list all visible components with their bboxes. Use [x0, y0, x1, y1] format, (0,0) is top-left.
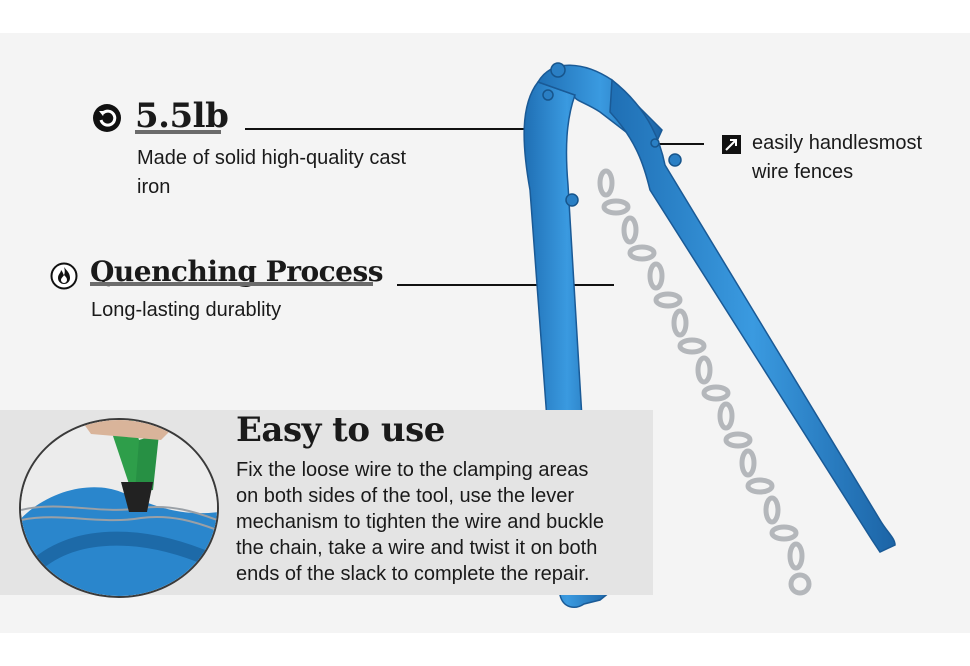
rivets	[542, 62, 682, 207]
easy-to-use-line: Fix the loose wire to the clamping areas	[236, 459, 589, 481]
easy-to-use-title: Easy to use	[236, 410, 445, 450]
circular-arrow-icon	[92, 103, 122, 133]
chain-ring	[788, 572, 812, 596]
leader-line-weight	[245, 128, 541, 130]
flame-badge-icon	[50, 262, 78, 290]
feature-title-underline	[90, 282, 373, 286]
square-arrow-icon	[722, 135, 741, 154]
usage-photo	[19, 418, 219, 598]
feature-title-underline	[135, 130, 221, 134]
fences-note-line-1: easily handlesmost	[752, 132, 923, 154]
easy-to-use-line: ends of the slack to complete the repair…	[236, 563, 590, 585]
feature-description-weight: Made of solid high-quality cast iron	[137, 147, 407, 198]
feature-title-weight: 5.5lb	[135, 96, 229, 136]
tool-body	[523, 64, 896, 608]
fences-note-line-2: wire fences	[752, 161, 854, 183]
chain	[597, 168, 805, 571]
leader-line-quenching	[397, 284, 614, 286]
easy-to-use-line: mechanism to tighten the wire and buckle	[236, 511, 604, 533]
easy-to-use-line: on both sides of the tool, use the lever	[236, 485, 574, 507]
feature-description-quenching: Long-lasting durablity	[91, 299, 282, 321]
easy-to-use-line: the chain, take a wire and twist it on b…	[236, 537, 598, 559]
leader-line-fences	[656, 143, 704, 145]
